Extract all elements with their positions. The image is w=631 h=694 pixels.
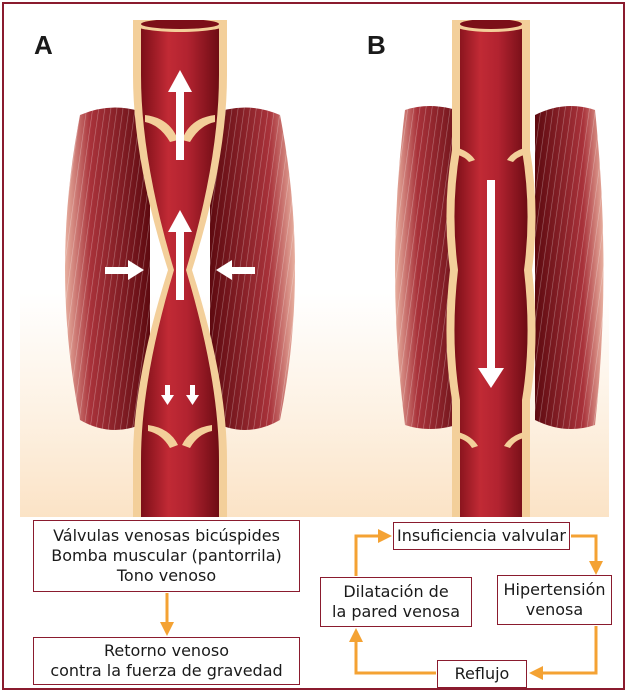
arrow-reflujo-to-dilatacion bbox=[356, 640, 436, 673]
arrow-insuf-to-hiper bbox=[571, 536, 596, 563]
arrow-hiper-to-reflujo bbox=[541, 626, 596, 673]
arrow-dilatacion-to-insuf bbox=[356, 536, 380, 576]
